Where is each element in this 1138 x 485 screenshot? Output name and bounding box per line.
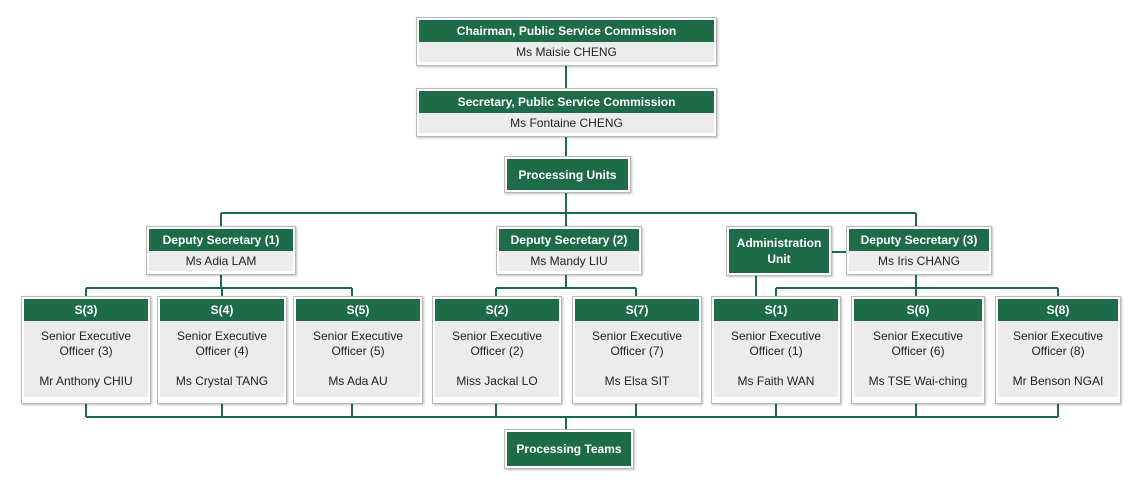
section-body: Senior Executive Officer (6) Ms TSE Wai-… (854, 321, 982, 397)
section-role: Senior Executive Officer (7) (591, 329, 683, 358)
deputy-secretary-2-name: Ms Mandy LIU (499, 251, 639, 271)
secretary-title: Secretary, Public Service Commission (419, 91, 714, 113)
administration-unit-box: Administration Unit (726, 226, 832, 276)
section-s1-box: S(1) Senior Executive Officer (1) Ms Fai… (711, 296, 841, 404)
section-role: Senior Executive Officer (3) (40, 329, 132, 358)
section-code: S(1) (714, 299, 838, 321)
section-code: S(7) (575, 299, 699, 321)
section-role: Senior Executive Officer (4) (176, 329, 268, 358)
section-s8-box: S(8) Senior Executive Officer (8) Mr Ben… (995, 296, 1121, 404)
section-code: S(5) (296, 299, 420, 321)
secretary-name: Ms Fontaine CHENG (419, 113, 714, 133)
section-s2-box: S(2) Senior Executive Officer (2) Miss J… (432, 296, 562, 404)
section-s6-box: S(6) Senior Executive Officer (6) Ms TSE… (851, 296, 985, 404)
chairman-name: Ms Maisie CHENG (419, 42, 714, 62)
processing-units-label: Processing Units (507, 159, 628, 190)
section-officer-name: Ms Faith WAN (737, 374, 815, 388)
section-body: Senior Executive Officer (5) Ms Ada AU (296, 321, 420, 397)
deputy-secretary-3-name: Ms Iris CHANG (849, 251, 989, 271)
section-role: Senior Executive Officer (2) (451, 329, 543, 358)
deputy-secretary-1-title: Deputy Secretary (1) (149, 229, 293, 251)
section-body: Senior Executive Officer (7) Ms Elsa SIT (575, 321, 699, 397)
section-body: Senior Executive Officer (2) Miss Jackal… (435, 321, 559, 397)
section-officer-name: Ms TSE Wai-ching (868, 374, 968, 388)
processing-units-box: Processing Units (504, 156, 631, 193)
section-role: Senior Executive Officer (1) (730, 329, 822, 358)
section-role: Senior Executive Officer (6) (872, 329, 964, 358)
section-officer-name: Ms Elsa SIT (604, 374, 670, 388)
section-role: Senior Executive Officer (8) (1012, 329, 1104, 358)
chairman-box: Chairman, Public Service Commission Ms M… (416, 17, 717, 66)
section-code: S(8) (998, 299, 1118, 321)
section-code: S(2) (435, 299, 559, 321)
section-code: S(4) (160, 299, 284, 321)
deputy-secretary-2-title: Deputy Secretary (2) (499, 229, 639, 251)
deputy-secretary-2-box: Deputy Secretary (2) Ms Mandy LIU (496, 226, 642, 275)
section-s3-box: S(3) Senior Executive Officer (3) Mr Ant… (21, 296, 151, 404)
section-officer-name: Mr Benson NGAI (1012, 374, 1104, 388)
secretary-box: Secretary, Public Service Commission Ms … (416, 88, 717, 137)
chairman-title: Chairman, Public Service Commission (419, 20, 714, 42)
processing-teams-label: Processing Teams (507, 432, 631, 466)
section-s5-box: S(5) Senior Executive Officer (5) Ms Ada… (293, 296, 423, 404)
section-officer-name: Mr Anthony CHIU (39, 374, 133, 388)
section-s4-box: S(4) Senior Executive Officer (4) Ms Cry… (157, 296, 287, 404)
section-body: Senior Executive Officer (3) Mr Anthony … (24, 321, 148, 397)
deputy-secretary-1-name: Ms Adia LAM (149, 251, 293, 271)
section-s7-box: S(7) Senior Executive Officer (7) Ms Els… (572, 296, 702, 404)
section-officer-name: Ms Crystal TANG (175, 374, 269, 388)
section-body: Senior Executive Officer (8) Mr Benson N… (998, 321, 1118, 397)
section-code: S(6) (854, 299, 982, 321)
section-role: Senior Executive Officer (5) (312, 329, 404, 358)
section-body: Senior Executive Officer (4) Ms Crystal … (160, 321, 284, 397)
administration-unit-label: Administration Unit (729, 229, 829, 273)
section-code: S(3) (24, 299, 148, 321)
deputy-secretary-1-box: Deputy Secretary (1) Ms Adia LAM (146, 226, 296, 275)
deputy-secretary-3-box: Deputy Secretary (3) Ms Iris CHANG (846, 226, 992, 275)
processing-teams-box: Processing Teams (504, 429, 634, 469)
section-officer-name: Miss Jackal LO (456, 374, 538, 388)
deputy-secretary-3-title: Deputy Secretary (3) (849, 229, 989, 251)
section-officer-name: Ms Ada AU (328, 374, 388, 388)
section-body: Senior Executive Officer (1) Ms Faith WA… (714, 321, 838, 397)
